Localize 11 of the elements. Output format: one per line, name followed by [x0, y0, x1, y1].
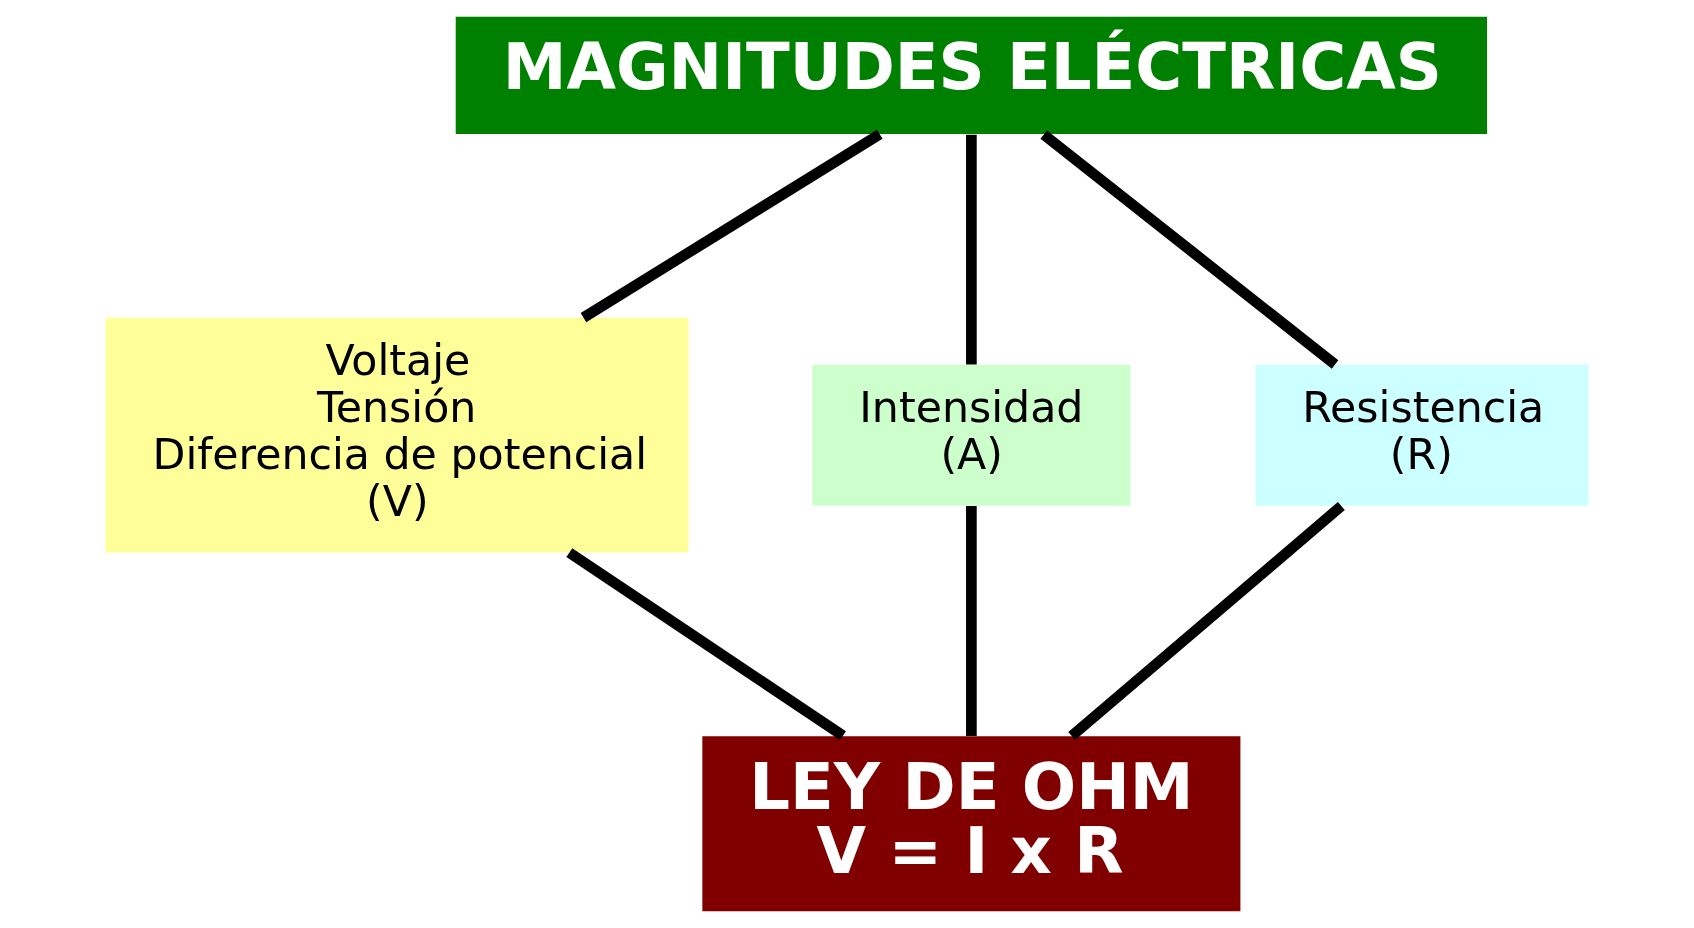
node-box: LEY DE OHM V = I x R: [702, 736, 1241, 912]
node-box: Intensidad (A): [812, 364, 1131, 506]
connector: [966, 134, 977, 365]
node-box: Resistencia (R): [1255, 364, 1589, 506]
node-box: Voltaje Tensión Diferencia de potencial (V): [105, 317, 689, 553]
connector: [1040, 130, 1339, 369]
node-box: MAGNITUDES ELÉCTRICAS: [455, 16, 1488, 135]
connector: [566, 548, 846, 741]
connector: [1068, 501, 1345, 741]
connector: [580, 129, 883, 323]
connector: [966, 506, 977, 737]
